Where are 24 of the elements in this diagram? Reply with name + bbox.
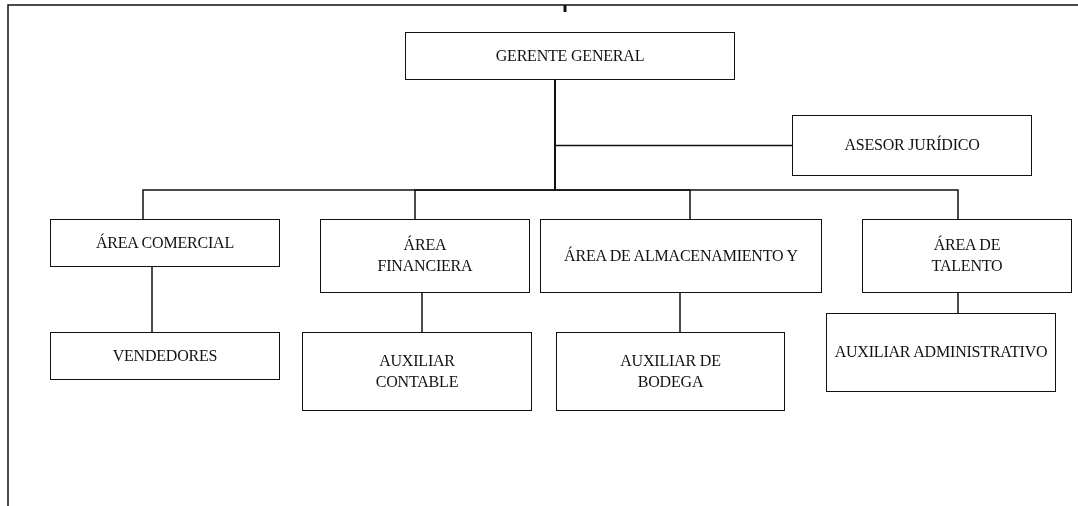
connector-line (151, 266, 153, 333)
connector-line (679, 292, 681, 333)
org-box (302, 332, 532, 411)
org-box (320, 219, 530, 293)
org-box (405, 32, 735, 80)
role-label: AUXILIAR DE BODEGA (619, 350, 722, 392)
role-label: ÁREA DE TALENTO (930, 235, 1004, 276)
role-label: ÁREA DE ALMACENAMIENTO Y (564, 245, 798, 266)
org-box (50, 332, 280, 380)
connector-line (421, 292, 423, 333)
org-box (826, 313, 1056, 392)
role-label: VENDEDORES (112, 345, 218, 366)
role-label: GERENTE GENERAL (495, 45, 645, 66)
connector-line (957, 292, 959, 314)
role-label: AUXILIAR CONTABLE (374, 350, 460, 392)
org-box (556, 332, 785, 411)
org-box (540, 219, 822, 293)
role-label: ASESOR JURÍDICO (844, 135, 980, 156)
role-label: ÁREA COMERCIAL (95, 232, 235, 253)
org-box (792, 115, 1032, 176)
org-box (50, 219, 280, 267)
role-label: AUXILIAR ADMINISTRATIVO (834, 342, 1048, 363)
org-box (862, 219, 1072, 293)
role-label: ÁREA FINANCIERA (376, 235, 474, 276)
